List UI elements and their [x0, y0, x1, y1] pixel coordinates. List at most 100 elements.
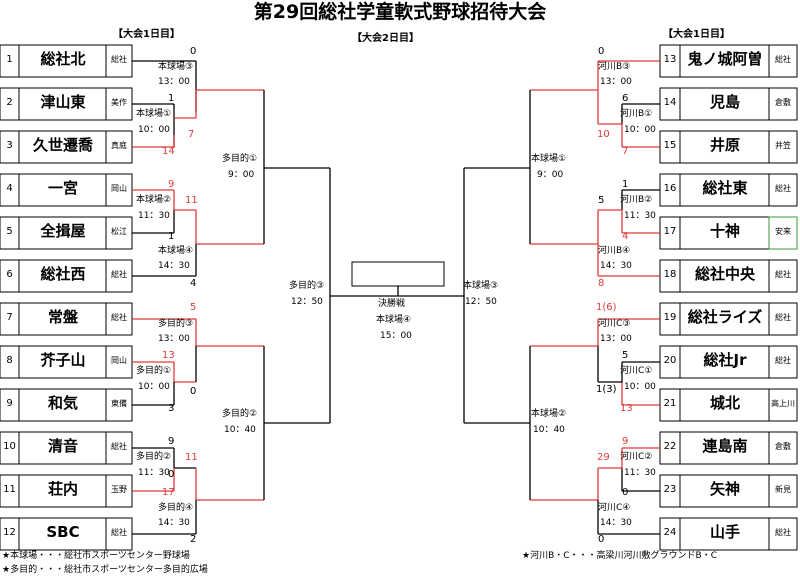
team-box-right	[659, 431, 798, 465]
score-winner: 9	[622, 436, 629, 447]
venue-label: 河川B③	[598, 62, 631, 72]
team-name: 全揖屋	[40, 222, 86, 240]
venue-label: 河川C④	[598, 503, 631, 513]
team-region: 安来	[775, 227, 791, 236]
team-region: 玉野	[111, 485, 127, 494]
team-name: 久世遷喬	[32, 136, 93, 154]
score-winner: 8	[598, 278, 605, 289]
venue-time: 10：00	[624, 125, 656, 135]
day1-label-left: 【大会1日目】	[113, 29, 180, 40]
team-name: 一宮	[47, 179, 78, 197]
venue-label: 本球場①	[136, 109, 172, 119]
team-name: SBC	[46, 523, 80, 541]
venue-label: 河川C①	[620, 366, 653, 376]
score-winner: 7	[188, 129, 195, 140]
score: 5	[598, 195, 605, 206]
venue-label: 河川C②	[620, 452, 653, 462]
venue-label: 多目的①	[136, 366, 172, 376]
score: 1	[168, 93, 175, 104]
team-name: 和気	[47, 394, 78, 412]
team-region: 総社	[111, 442, 127, 451]
team-number: 13	[663, 54, 677, 65]
day2-label: 【大会2日目】	[352, 33, 419, 44]
team-box-right	[659, 259, 798, 293]
team-name: 常盤	[47, 308, 78, 326]
team-number: 24	[663, 527, 677, 538]
team-number: 2	[6, 97, 13, 108]
score: 2	[190, 534, 197, 545]
score: 1	[168, 231, 175, 242]
venue-time: 9：00	[537, 170, 564, 180]
team-box-left	[0, 517, 133, 551]
score-winner: 13	[162, 350, 175, 361]
score: 0	[598, 46, 605, 57]
team-number: 23	[663, 484, 677, 495]
score: 5	[622, 350, 629, 361]
team-region: 総社	[775, 356, 791, 365]
footnote-multipurpose: ★多目的・・・総社市スポーツセンター多目的広場	[2, 565, 208, 575]
team-number: 12	[3, 527, 16, 538]
team-name: 城北	[709, 394, 740, 412]
venue-time: 13：00	[600, 334, 632, 344]
team-name: 総社Jr	[703, 351, 747, 369]
team-box-left	[0, 87, 133, 121]
team-region: 新見	[775, 485, 791, 494]
venue-time: 14：30	[158, 518, 190, 528]
venue-label: 多目的③	[158, 319, 194, 329]
region-highlight	[768, 216, 798, 250]
team-number: 15	[663, 140, 677, 151]
team-number: 16	[663, 183, 677, 194]
venue-label: 本球場③	[158, 62, 194, 72]
venue-label: 多目的②	[222, 409, 258, 419]
team-number: 11	[3, 484, 16, 495]
venue-label: 本球場③	[463, 281, 499, 291]
footnote-riverbed: ★河川B・C・・・高梁川河川敷グラウンドB・C	[522, 551, 717, 561]
venue-time: 13：00	[158, 77, 190, 87]
team-region: 倉敷	[775, 442, 791, 451]
team-number: 6	[6, 269, 13, 280]
score: 0	[190, 46, 197, 57]
champion-box	[351, 261, 445, 287]
team-region: 高上川	[771, 399, 795, 408]
venue-time: 10：40	[533, 425, 565, 435]
final-venue: 本球場④	[376, 315, 412, 325]
team-name: 鬼ノ城阿曽	[687, 50, 763, 68]
venue-time: 10：00	[138, 125, 170, 135]
team-region: 総社	[775, 55, 791, 64]
venue-time: 14：30	[600, 261, 632, 271]
team-name: 矢神	[709, 480, 740, 498]
team-name: 芥子山	[40, 351, 86, 369]
team-number: 7	[6, 312, 13, 323]
team-number: 21	[663, 398, 677, 409]
venue-label: 多目的①	[222, 154, 258, 164]
team-box-left	[0, 130, 133, 164]
venue-time: 10：40	[224, 425, 256, 435]
team-region: 総社	[111, 55, 127, 64]
team-region: 東備	[111, 399, 127, 408]
venue-label: 本球場②	[531, 409, 567, 419]
score-winner: 29	[597, 452, 610, 463]
team-region: 岡山	[111, 356, 127, 365]
venue-time: 14：30	[600, 518, 632, 528]
day1-label-right: 【大会1日目】	[663, 29, 730, 40]
team-box-right	[659, 302, 798, 336]
score: 0	[168, 469, 175, 480]
score-winner: 7	[622, 146, 629, 157]
team-name: 総社北	[40, 50, 86, 68]
team-number: 1	[6, 54, 13, 65]
venue-time: 11：30	[138, 468, 170, 478]
score-winner: 1(6)	[596, 302, 617, 313]
venue-time: 10：00	[624, 382, 656, 392]
score: 0	[598, 534, 605, 545]
venue-label: 多目的④	[158, 503, 194, 513]
team-name: 総社ライズ	[687, 308, 763, 326]
team-box-left	[0, 388, 133, 422]
venue-label: 本球場①	[531, 154, 567, 164]
team-number: 3	[6, 140, 13, 151]
venue-label: 多目的③	[289, 281, 325, 291]
team-region: 総社	[111, 313, 127, 322]
venue-label: 河川B④	[598, 246, 631, 256]
team-region: 総社	[775, 184, 791, 193]
final-label: 決勝戦	[378, 299, 406, 309]
